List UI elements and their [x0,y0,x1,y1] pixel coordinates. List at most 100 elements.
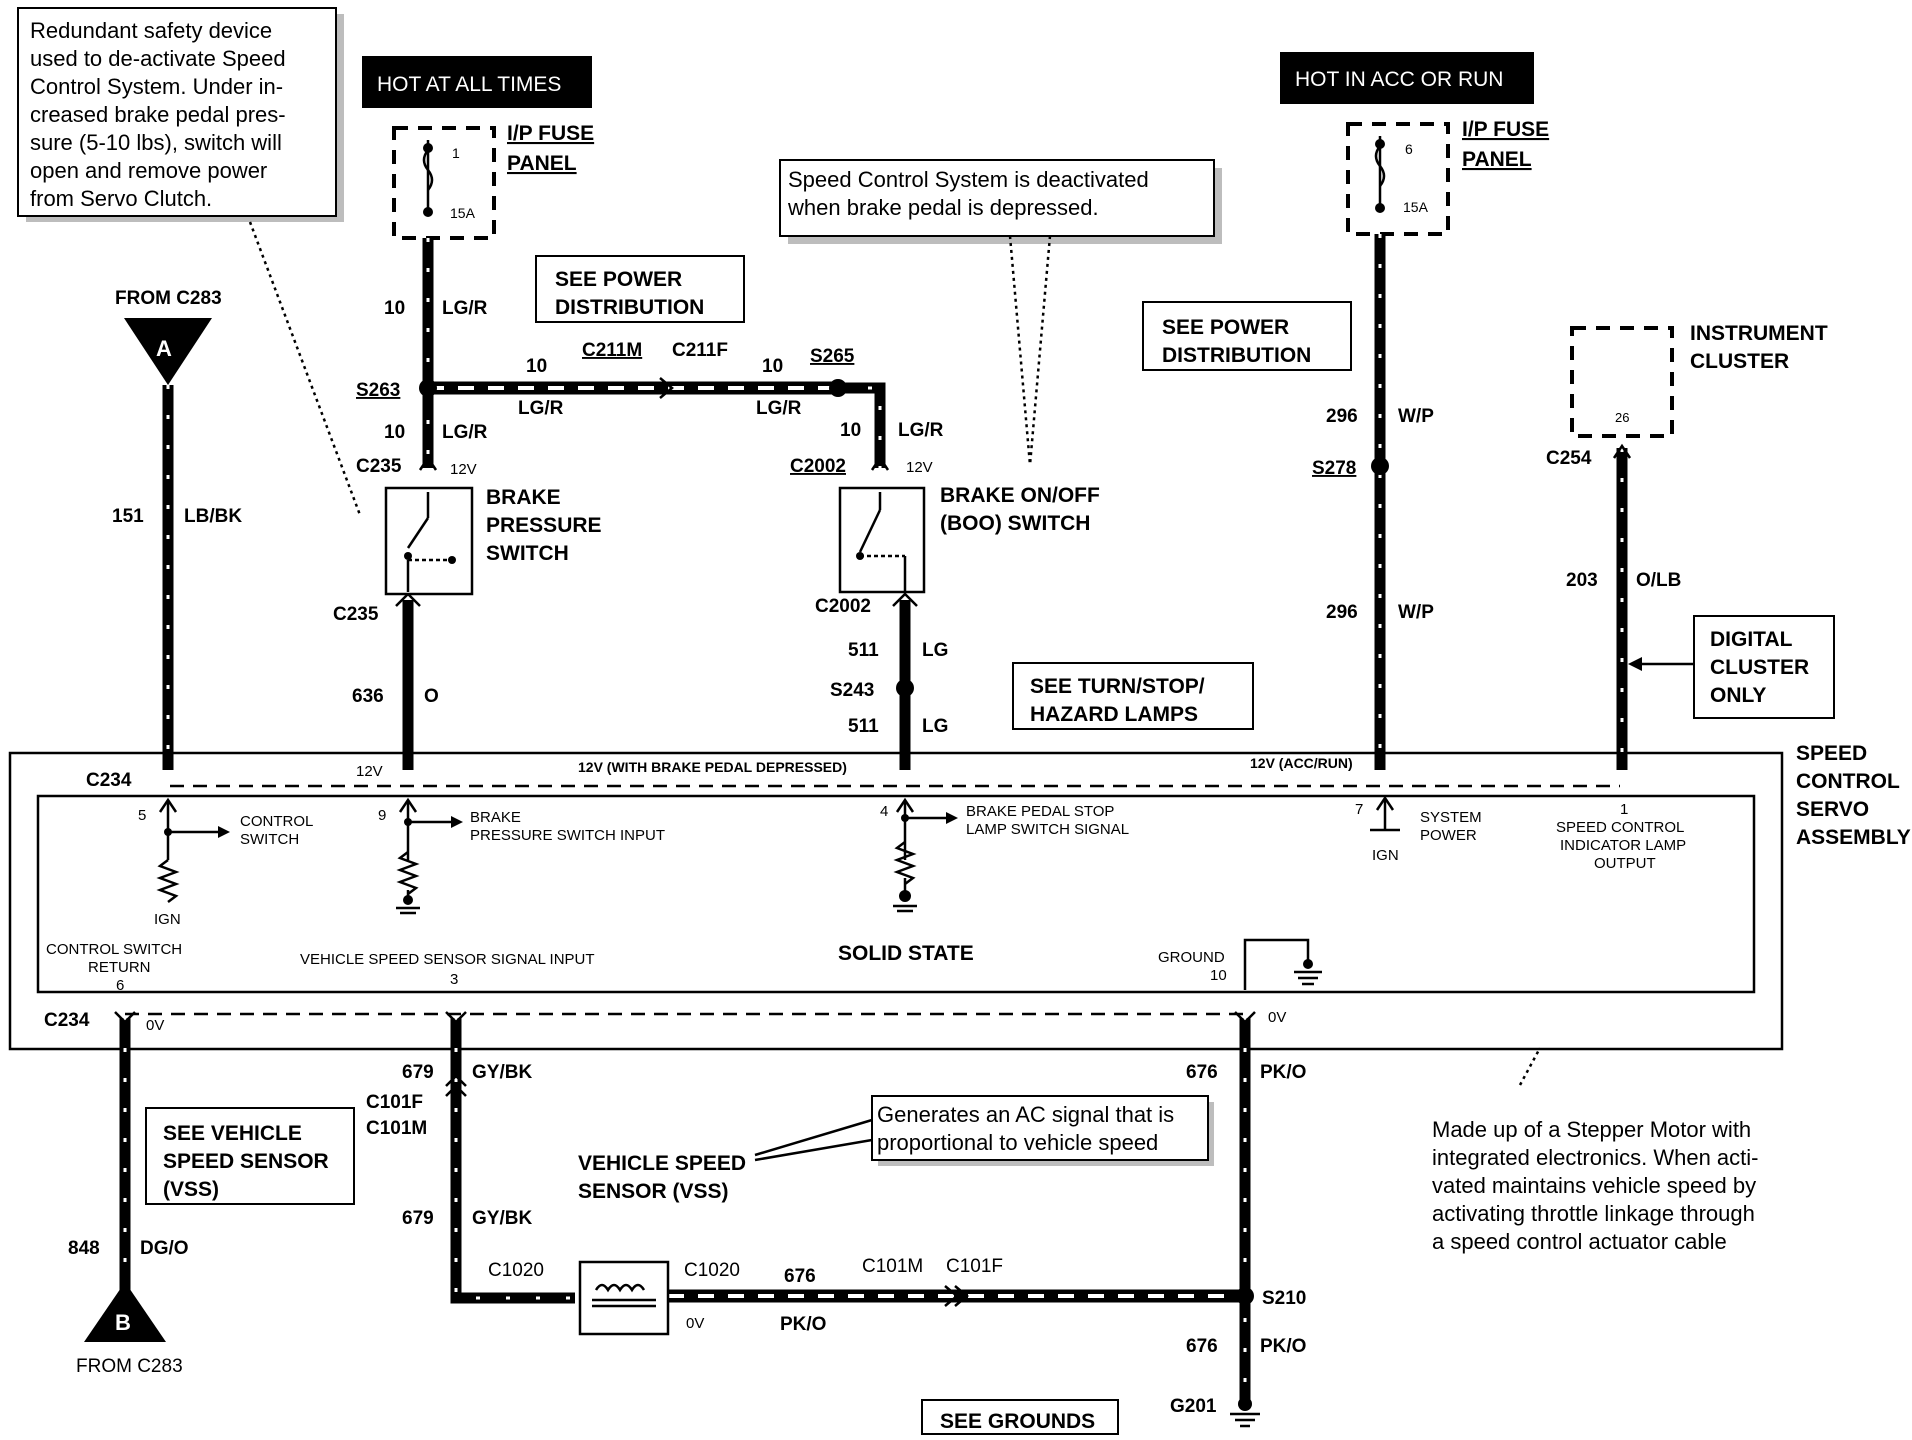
svg-text:DISTRIBUTION: DISTRIBUTION [555,296,704,319]
hot-at-all-times-header: HOT AT ALL TIMES [362,56,592,108]
leader-line [754,1118,873,1157]
connector-arrows [114,377,1632,1307]
voltage-labels: 12V 12V 12V 12V (WITH BRAKE PEDAL DEPRES… [146,459,1353,1332]
svg-text:0V: 0V [686,1315,704,1332]
svg-text:ASSEMBLY: ASSEMBLY [1796,826,1911,849]
stepper-motor-note: Made up of a Stepper Motor with integrat… [1432,1047,1759,1254]
svg-text:BRAKE: BRAKE [486,486,561,509]
note-line: from Servo Clutch. [30,186,212,211]
note-line: Speed Control System is deactivated [788,167,1149,192]
note-line: open and remove power [30,158,267,183]
svg-text:10: 10 [1210,967,1227,984]
svg-text:LG/R: LG/R [898,420,944,441]
svg-text:151: 151 [112,506,144,527]
svg-text:BRAKE: BRAKE [470,809,521,826]
svg-text:PANEL: PANEL [507,152,577,175]
leader-line [1028,235,1052,466]
svg-text:9: 9 [378,807,386,824]
svg-text:CONTROL: CONTROL [240,813,313,830]
note-line: creased brake pedal pres- [30,102,286,127]
svg-text:CLUSTER: CLUSTER [1710,656,1809,679]
see-power-distribution-box-1: SEE POWER DISTRIBUTION [535,255,745,323]
svg-text:PK/O: PK/O [1260,1062,1306,1083]
note-line: activating throttle linkage through [1432,1201,1755,1226]
svg-text:676: 676 [1186,1062,1218,1083]
svg-text:PK/O: PK/O [780,1314,826,1335]
svg-text:4: 4 [880,803,888,820]
connector-labels: S263 C211M C211F S265 C235 C235 C2002 C2… [44,340,1592,1417]
svg-text:3: 3 [450,971,458,988]
svg-text:12V (ACC/RUN): 12V (ACC/RUN) [1250,755,1353,771]
note-line: Generates an AC signal that is [877,1102,1174,1127]
svg-text:W/P: W/P [1398,602,1434,623]
svg-text:SEE POWER: SEE POWER [555,268,682,291]
svg-text:C254: C254 [1546,448,1592,469]
note-line: sure (5-10 lbs), switch will [30,130,282,155]
svg-text:SEE VEHICLE: SEE VEHICLE [163,1122,302,1145]
svg-text:PRESSURE: PRESSURE [486,514,602,537]
svg-text:C1020: C1020 [684,1260,740,1281]
svg-text:C235: C235 [356,456,402,477]
svg-text:7: 7 [1355,801,1363,818]
boo-switch: BRAKE ON/OFF (BOO) SWITCH [838,484,1100,594]
svg-text:PK/O: PK/O [1260,1336,1306,1357]
splice-s210 [1236,1287,1254,1305]
svg-text:GY/BK: GY/BK [472,1208,532,1229]
svg-text:10: 10 [384,298,405,319]
svg-text:CONTROL SWITCH: CONTROL SWITCH [46,941,182,958]
svg-text:LAMP SWITCH SIGNAL: LAMP SWITCH SIGNAL [966,821,1129,838]
svg-text:O: O [424,686,439,707]
note-line: used to de-activate Speed [30,46,286,71]
svg-text:1: 1 [452,145,460,161]
svg-text:VEHICLE SPEED SENSOR SIGNAL IN: VEHICLE SPEED SENSOR SIGNAL INPUT [300,951,595,968]
svg-text:636: 636 [352,686,384,707]
svg-text:VEHICLE SPEED: VEHICLE SPEED [578,1152,746,1175]
svg-text:1: 1 [1620,801,1628,818]
svg-text:OUTPUT: OUTPUT [1594,855,1656,872]
svg-text:IGN: IGN [1372,847,1399,864]
svg-text:C211M: C211M [582,340,642,361]
svg-text:HOT AT ALL TIMES: HOT AT ALL TIMES [377,73,561,96]
left-fuse-panel: 1 15A I/P FUSE PANEL [392,122,594,240]
svg-text:BRAKE PEDAL STOP: BRAKE PEDAL STOP [966,803,1114,820]
svg-text:HAZARD LAMPS: HAZARD LAMPS [1030,703,1198,726]
svg-text:C2002: C2002 [815,596,871,617]
svg-text:C1020: C1020 [488,1260,544,1281]
svg-text:BRAKE ON/OFF: BRAKE ON/OFF [940,484,1100,507]
note-line: Redundant safety device [30,18,272,43]
svg-text:10: 10 [762,356,783,377]
svg-text:15A: 15A [450,205,476,221]
svg-text:S210: S210 [1262,1288,1306,1309]
wire-labels: 10 LG/R 10 LG/R 10 LG/R 10 LG/R 10 LG/R … [68,298,1681,1357]
svg-text:15A: 15A [1403,199,1429,215]
svg-text:SPEED: SPEED [1796,742,1867,765]
svg-text:LB/BK: LB/BK [184,506,242,527]
svg-text:848: 848 [68,1238,100,1259]
marker-b: B FROM C283 [76,1282,183,1377]
svg-text:SERVO: SERVO [1796,798,1869,821]
svg-text:6: 6 [116,977,124,994]
svg-text:C101M: C101M [862,1256,923,1277]
svg-text:FROM C283: FROM C283 [115,288,222,309]
svg-text:SPEED SENSOR: SPEED SENSOR [163,1150,329,1173]
svg-text:FROM C283: FROM C283 [76,1356,183,1377]
svg-text:10: 10 [840,420,861,441]
see-turn-stop-box: SEE TURN/STOP/ HAZARD LAMPS [1012,662,1254,730]
svg-text:C2002: C2002 [790,456,846,477]
svg-text:C234: C234 [86,770,132,791]
svg-text:SEE TURN/STOP/: SEE TURN/STOP/ [1030,675,1205,698]
svg-text:I/P FUSE: I/P FUSE [507,122,594,145]
see-vss-box: SEE VEHICLE SPEED SENSOR (VSS) [145,1107,355,1205]
svg-text:12V: 12V [906,459,933,476]
svg-text:SWITCH: SWITCH [240,831,299,848]
note-line: when brake pedal is depressed. [787,195,1099,220]
svg-text:C234: C234 [44,1010,90,1031]
svg-text:CONTROL: CONTROL [1796,770,1900,793]
svg-text:0V: 0V [146,1017,164,1034]
svg-text:12V: 12V [450,461,477,478]
svg-text:S265: S265 [810,346,855,367]
wire-10-s265-to-c2002 [838,382,886,468]
pin-labels: 5 CONTROL SWITCH IGN 9 BRAKE PRESSURE SW… [46,801,1686,994]
svg-text:C101M: C101M [366,1118,427,1139]
svg-text:(VSS): (VSS) [163,1178,219,1201]
